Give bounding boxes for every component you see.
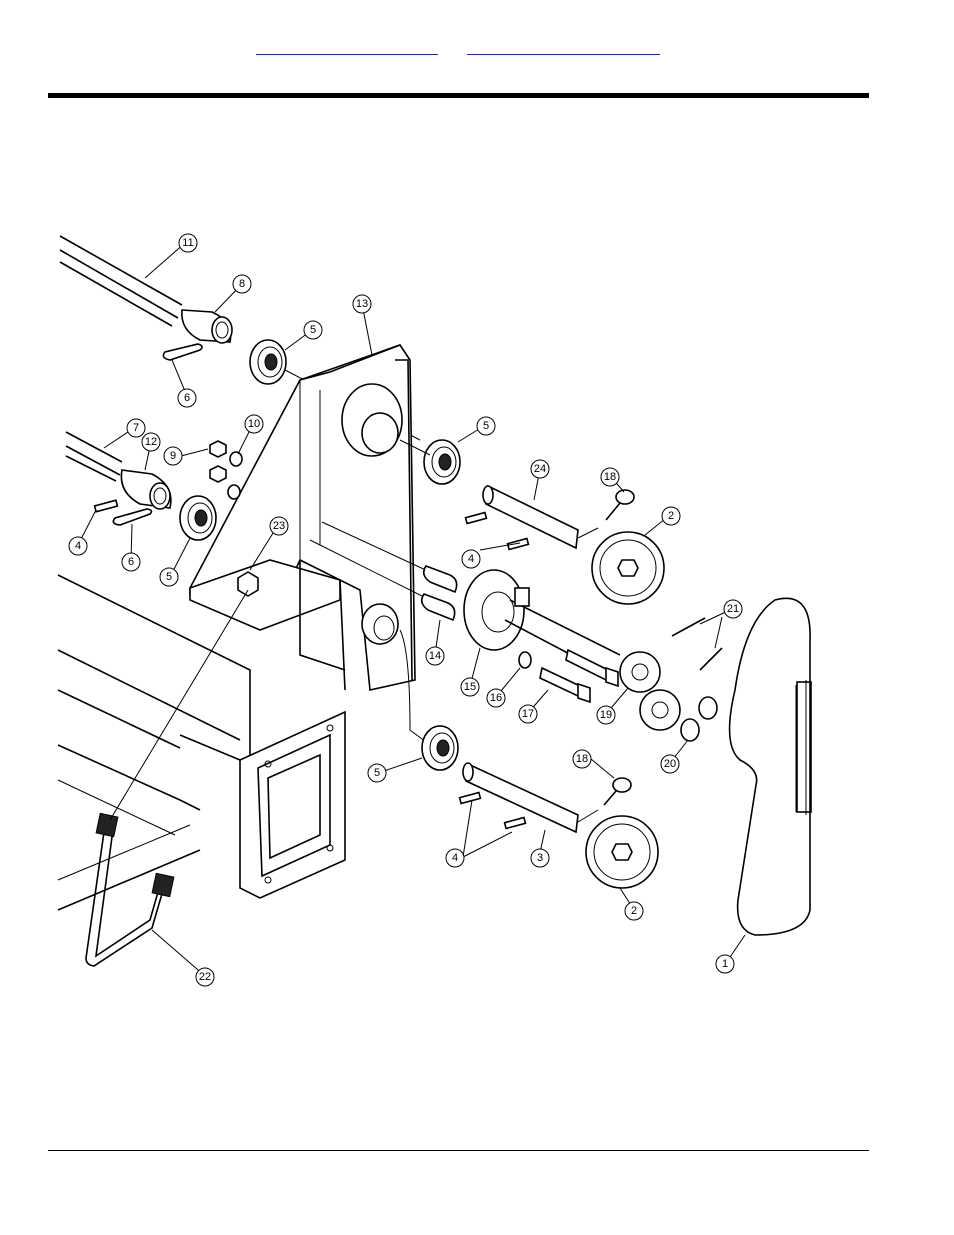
callout-15: 15 <box>461 678 479 696</box>
svg-text:4: 4 <box>468 553 474 565</box>
svg-text:21: 21 <box>727 603 739 615</box>
svg-text:20: 20 <box>664 758 676 770</box>
svg-text:24: 24 <box>534 463 546 475</box>
callout-5: 5 <box>304 321 322 339</box>
washer-20 <box>681 697 717 741</box>
svg-text:9: 9 <box>170 450 176 462</box>
callout-18: 18 <box>573 750 591 768</box>
callout-6: 6 <box>178 389 196 407</box>
svg-text:7: 7 <box>133 422 139 434</box>
footer-rule <box>48 1150 869 1151</box>
callout-8: 8 <box>233 275 251 293</box>
callout-24: 24 <box>531 460 549 478</box>
svg-text:13: 13 <box>356 298 368 310</box>
coupler-8 <box>182 310 232 343</box>
cotter-pin-6-left <box>113 509 151 525</box>
ring-pin-18-lower <box>604 778 631 805</box>
svg-text:4: 4 <box>75 540 81 552</box>
svg-text:1: 1 <box>722 958 728 970</box>
callout-17: 17 <box>519 705 537 723</box>
idler-sprocket-19 <box>620 652 680 730</box>
svg-text:16: 16 <box>490 692 502 704</box>
callout-7: 7 <box>127 419 145 437</box>
callout-3: 3 <box>531 849 549 867</box>
ring-pin-18-top <box>606 490 634 520</box>
u-bolt-22 <box>86 813 174 966</box>
callout-5: 5 <box>160 568 178 586</box>
callout-5: 5 <box>477 417 495 435</box>
hex-shaft-7 <box>66 432 122 481</box>
washer-16 <box>519 652 531 668</box>
svg-text:5: 5 <box>166 571 172 583</box>
callout-5: 5 <box>368 764 386 782</box>
roller-chain-1 <box>730 598 811 935</box>
callout-1: 1 <box>716 955 734 973</box>
svg-text:10: 10 <box>248 418 260 430</box>
svg-text:14: 14 <box>429 650 441 662</box>
callout-23: 23 <box>270 517 288 535</box>
svg-text:11: 11 <box>182 237 193 249</box>
callout-19: 19 <box>597 706 615 724</box>
callout-2: 2 <box>662 507 680 525</box>
callout-11: 11 <box>179 234 197 252</box>
stub-shaft-24 <box>483 486 598 548</box>
callout-14: 14 <box>426 647 444 665</box>
nut-9 <box>210 441 226 482</box>
mounting-bracket-13 <box>190 345 415 690</box>
callout-20: 20 <box>661 755 679 773</box>
svg-text:5: 5 <box>374 767 380 779</box>
callout-2: 2 <box>625 902 643 920</box>
callout-9: 9 <box>164 447 182 465</box>
pin-4-left <box>95 500 118 511</box>
callout-10: 10 <box>245 415 263 433</box>
hex-shaft-11 <box>60 236 182 326</box>
svg-text:4: 4 <box>452 852 458 864</box>
svg-text:5: 5 <box>310 324 316 336</box>
washer-10 <box>228 452 242 499</box>
svg-text:2: 2 <box>631 905 637 917</box>
svg-text:18: 18 <box>576 753 588 765</box>
bolt-17 <box>540 650 618 702</box>
callout-4: 4 <box>446 849 464 867</box>
callout-16: 16 <box>487 689 505 707</box>
sprocket-2-lower <box>586 816 658 888</box>
callout-18: 18 <box>601 468 619 486</box>
cotter-pin-6-top <box>163 344 202 360</box>
callout-13: 13 <box>353 295 371 313</box>
svg-text:6: 6 <box>184 392 190 404</box>
svg-text:8: 8 <box>239 278 245 290</box>
coupler-12 <box>121 470 171 509</box>
callout-6: 6 <box>122 553 140 571</box>
svg-text:12: 12 <box>145 436 157 448</box>
svg-text:18: 18 <box>604 471 616 483</box>
svg-text:6: 6 <box>128 556 134 568</box>
sprocket-2-top <box>592 532 664 604</box>
svg-text:15: 15 <box>464 681 476 693</box>
callout-12: 12 <box>142 433 160 451</box>
nut-23 <box>238 572 258 596</box>
svg-text:19: 19 <box>600 709 612 721</box>
svg-text:23: 23 <box>273 520 285 532</box>
callout-4: 4 <box>462 550 480 568</box>
stub-shaft-3 <box>463 763 598 832</box>
svg-text:5: 5 <box>483 420 489 432</box>
svg-text:3: 3 <box>537 852 543 864</box>
callout-22: 22 <box>196 968 214 986</box>
bearing-5-left <box>180 496 216 540</box>
svg-text:22: 22 <box>199 971 211 983</box>
callout-4: 4 <box>69 537 87 555</box>
callout-21: 21 <box>724 600 742 618</box>
svg-text:2: 2 <box>668 510 674 522</box>
frame-tube <box>58 575 345 910</box>
pin-21 <box>672 618 722 670</box>
svg-text:17: 17 <box>522 708 534 720</box>
